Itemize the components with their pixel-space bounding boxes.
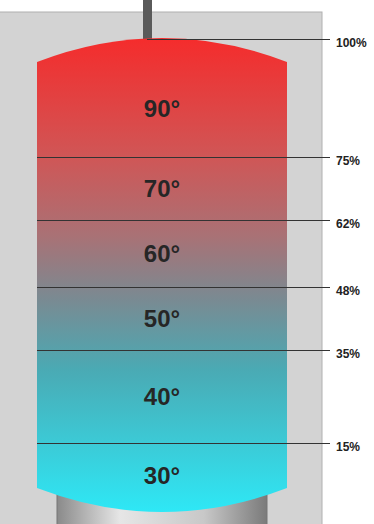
temperature-label: 90° [144,95,180,123]
level-percent: 35% [336,347,360,361]
housing [0,12,322,524]
temperature-label: 60° [144,240,180,268]
temperature-band: 60° [37,221,287,287]
level-percent: 75% [336,154,360,168]
temperature-band: 40° [37,351,287,443]
temperature-band: 30° [37,444,287,508]
temperature-band: 70° [37,158,287,220]
temperature-label: 50° [144,305,180,333]
temperature-label: 40° [144,383,180,411]
temperature-label: 30° [144,462,180,490]
level-percent: 15% [336,440,360,454]
temperature-band: 50° [37,288,287,350]
level-percent: 100% [336,36,367,50]
temperature-band: 90° [37,60,287,157]
level-percent: 48% [336,284,360,298]
tank-body [37,38,287,512]
top-pipe [143,0,152,40]
temperature-label: 70° [144,175,180,203]
level-lines [37,40,330,444]
level-percent: 62% [336,217,360,231]
